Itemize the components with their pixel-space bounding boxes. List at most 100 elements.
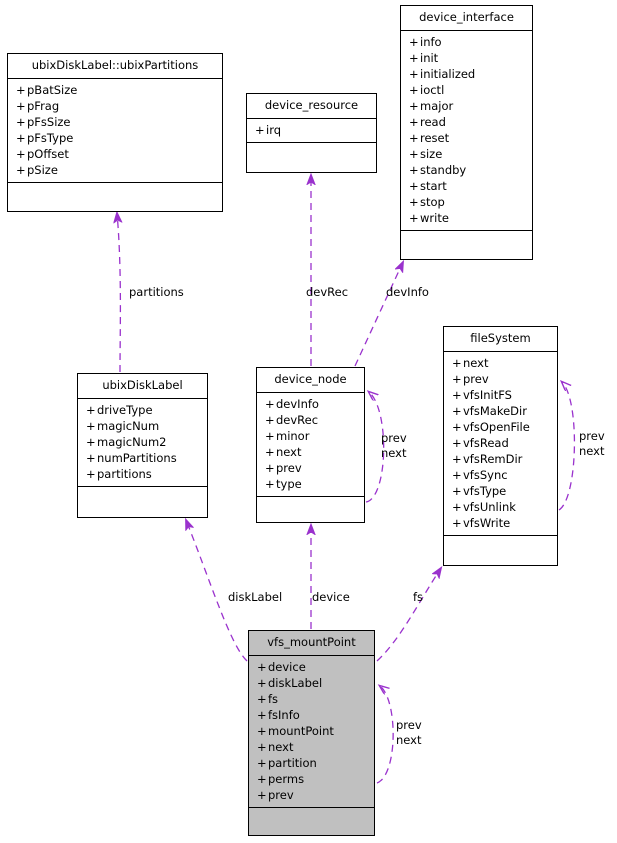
uml-attribute-row: +vfsWrite xyxy=(444,515,557,531)
uml-class-title: device_resource xyxy=(247,94,376,119)
uml-attribute-compartment: +irq xyxy=(247,119,376,143)
uml-attribute-row: +major xyxy=(401,98,532,114)
attribute-name: vfsMakeDir xyxy=(463,404,527,418)
visibility-marker: + xyxy=(16,99,26,113)
visibility-marker: + xyxy=(265,429,275,443)
edge-label-device_node-prev-next: prev next xyxy=(381,431,407,460)
uml-attribute-row: +minor xyxy=(257,428,364,444)
visibility-marker: + xyxy=(265,413,275,427)
uml-class-title: ubixDiskLabel::ubixPartitions xyxy=(8,54,222,79)
attribute-name: pBatSize xyxy=(27,83,78,97)
edge-label-devRec: devRec xyxy=(306,285,349,299)
uml-attribute-row: +vfsRead xyxy=(444,435,557,451)
visibility-marker: + xyxy=(16,147,26,161)
uml-attribute-row: +devInfo xyxy=(257,396,364,412)
visibility-marker: + xyxy=(409,115,419,129)
uml-attribute-compartment: +driveType+magicNum+magicNum2+numPartiti… xyxy=(78,399,207,487)
attribute-name: vfsUnlink xyxy=(463,500,516,514)
uml-class-title: ubixDiskLabel xyxy=(78,374,207,399)
edge-vfs-self xyxy=(376,686,394,784)
attribute-name: prev xyxy=(268,788,294,802)
uml-class-vfs_mountPoint[interactable]: vfs_mountPoint+device+diskLabel+fs+fsInf… xyxy=(248,630,375,836)
uml-attribute-row: +pFsSize xyxy=(8,114,222,130)
uml-attribute-row: +perms xyxy=(249,771,374,787)
attribute-name: devRec xyxy=(276,413,319,427)
attribute-name: ioctl xyxy=(420,83,445,97)
edge-label-vfs-prev-next: prev next xyxy=(396,718,422,747)
uml-attribute-row: +next xyxy=(444,355,557,371)
uml-attribute-row: +pSize xyxy=(8,162,222,178)
uml-attribute-row: +vfsType xyxy=(444,483,557,499)
uml-attribute-row: +diskLabel xyxy=(249,675,374,691)
uml-attribute-compartment: +device+diskLabel+fs+fsInfo+mountPoint+n… xyxy=(249,656,374,808)
edge-label-devInfo: devInfo xyxy=(386,285,429,299)
uml-attribute-compartment: +devInfo+devRec+minor+next+prev+type xyxy=(257,393,364,497)
attribute-name: minor xyxy=(276,429,310,443)
uml-class-fileSystem[interactable]: fileSystem+next+prev+vfsInitFS+vfsMakeDi… xyxy=(443,326,558,566)
uml-attribute-compartment: +pBatSize+pFrag+pFsSize+pFsType+pOffset+… xyxy=(8,79,222,183)
uml-attribute-row: +prev xyxy=(249,787,374,803)
visibility-marker: + xyxy=(409,163,419,177)
visibility-marker: + xyxy=(452,356,462,370)
uml-attribute-row: +magicNum2 xyxy=(78,434,207,450)
visibility-marker: + xyxy=(265,445,275,459)
uml-operation-compartment xyxy=(247,143,376,160)
uml-attribute-row: +mountPoint xyxy=(249,723,374,739)
uml-attribute-row: +vfsSync xyxy=(444,467,557,483)
visibility-marker: + xyxy=(265,397,275,411)
uml-attribute-row: +prev xyxy=(257,460,364,476)
uml-attribute-row: +standby xyxy=(401,162,532,178)
uml-operation-compartment xyxy=(249,808,374,825)
attribute-name: perms xyxy=(268,772,305,786)
visibility-marker: + xyxy=(257,740,267,754)
attribute-name: reset xyxy=(420,131,450,145)
uml-attribute-row: +vfsOpenFile xyxy=(444,419,557,435)
attribute-name: diskLabel xyxy=(268,676,323,690)
edge-fs xyxy=(376,568,441,662)
visibility-marker: + xyxy=(409,195,419,209)
attribute-name: next xyxy=(463,356,489,370)
uml-class-device_interface[interactable]: device_interface+info+init+initialized+i… xyxy=(400,5,533,260)
uml-operation-compartment xyxy=(78,487,207,504)
uml-attribute-row: +pBatSize xyxy=(8,82,222,98)
uml-class-device_node[interactable]: device_node+devInfo+devRec+minor+next+pr… xyxy=(256,367,365,523)
attribute-name: initialized xyxy=(420,67,476,81)
visibility-marker: + xyxy=(257,692,267,706)
attribute-name: vfsOpenFile xyxy=(463,420,530,434)
attribute-name: stop xyxy=(420,195,445,209)
attribute-name: magicNum2 xyxy=(97,435,167,449)
attribute-name: next xyxy=(268,740,294,754)
attribute-name: vfsWrite xyxy=(463,516,511,530)
attribute-name: vfsRead xyxy=(463,436,509,450)
attribute-name: fs xyxy=(268,692,279,706)
visibility-marker: + xyxy=(86,435,96,449)
attribute-name: irq xyxy=(266,123,282,137)
uml-operation-compartment xyxy=(444,536,557,553)
attribute-name: init xyxy=(420,51,439,65)
edge-label-fileSystem-prev-next: prev next xyxy=(579,429,605,458)
attribute-name: pFrag xyxy=(27,99,60,113)
attribute-name: standby xyxy=(420,163,467,177)
visibility-marker: + xyxy=(257,724,267,738)
uml-attribute-row: +initialized xyxy=(401,66,532,82)
attribute-name: info xyxy=(420,35,442,49)
uml-attribute-row: +fsInfo xyxy=(249,707,374,723)
visibility-marker: + xyxy=(257,756,267,770)
uml-class-ubixPartitions[interactable]: ubixDiskLabel::ubixPartitions+pBatSize+p… xyxy=(7,53,223,212)
edge-filesystem-self xyxy=(558,382,576,511)
attribute-name: vfsSync xyxy=(463,468,508,482)
visibility-marker: + xyxy=(257,772,267,786)
attribute-name: vfsType xyxy=(463,484,507,498)
visibility-marker: + xyxy=(452,388,462,402)
uml-attribute-row: +prev xyxy=(444,371,557,387)
uml-attribute-row: +driveType xyxy=(78,402,207,418)
visibility-marker: + xyxy=(409,51,419,65)
visibility-marker: + xyxy=(16,163,26,177)
uml-attribute-row: +info xyxy=(401,34,532,50)
uml-class-device_resource[interactable]: device_resource+irq xyxy=(246,93,377,173)
uml-attribute-row: +numPartitions xyxy=(78,450,207,466)
uml-attribute-row: +pFrag xyxy=(8,98,222,114)
visibility-marker: + xyxy=(452,404,462,418)
visibility-marker: + xyxy=(409,211,419,225)
uml-class-ubixDiskLabel[interactable]: ubixDiskLabel+driveType+magicNum+magicNu… xyxy=(77,373,208,518)
